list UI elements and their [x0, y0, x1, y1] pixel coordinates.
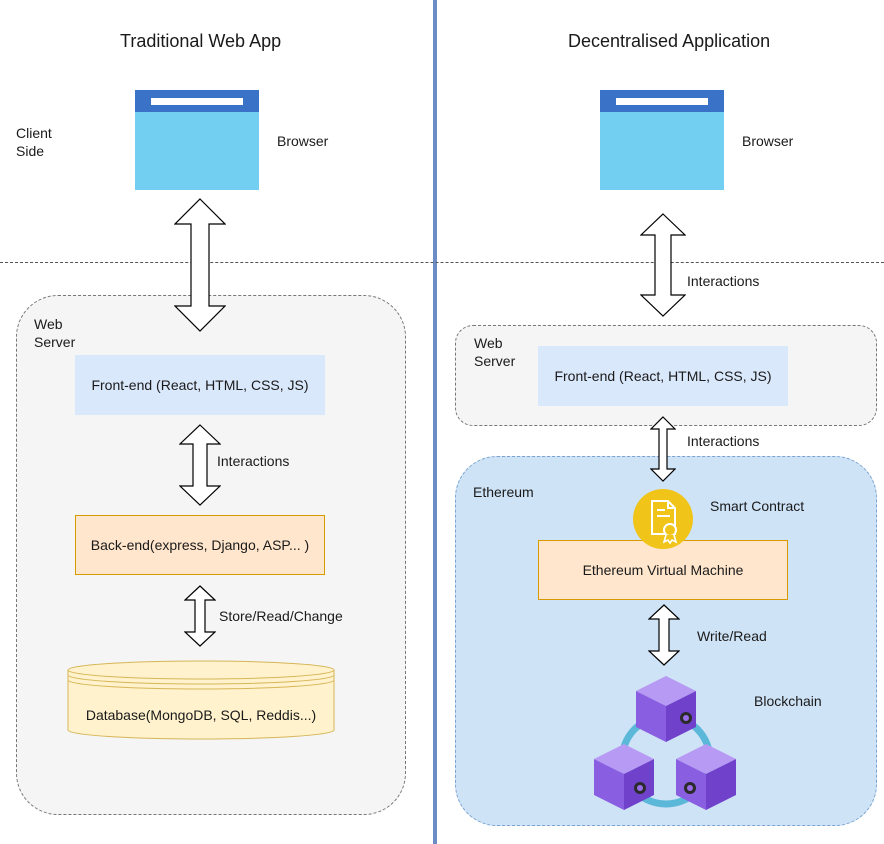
left-browser-label: Browser: [277, 133, 329, 149]
right-interactions-mid-label: Interactions: [687, 433, 760, 449]
write-read-arrow: [648, 604, 680, 666]
left-browser-icon: [135, 90, 259, 190]
ethereum-label: Ethereum: [473, 484, 534, 500]
client-server-divider: [0, 262, 884, 263]
left-interactions-label: Interactions: [217, 453, 290, 469]
right-browser-label: Browser: [742, 133, 794, 149]
right-browser-arrow: [640, 213, 686, 317]
blockchain-label: Blockchain: [754, 693, 822, 709]
right-title: Decentralised Application: [568, 31, 771, 51]
right-interactions-arrow: [650, 416, 676, 482]
left-title: Traditional Web App: [120, 31, 282, 51]
right-web-server-label: Web Server: [474, 335, 516, 369]
database-cylinder-icon: [67, 660, 335, 740]
client-side-label: Client Side: [16, 125, 52, 159]
left-store-label: Store/Read/Change: [219, 608, 343, 624]
evm-box: Ethereum Virtual Machine: [538, 540, 788, 600]
right-browser-icon: [600, 90, 724, 190]
left-browser-arrow: [174, 198, 226, 332]
left-store-arrow: [184, 585, 216, 647]
certificate-icon: [632, 488, 694, 550]
database-label: Database(MongoDB, SQL, Reddis...): [85, 707, 317, 723]
vertical-divider: [433, 0, 437, 844]
left-frontend-box: Front-end (React, HTML, CSS, JS): [75, 355, 325, 415]
left-interactions-arrow: [179, 424, 221, 506]
right-frontend-box: Front-end (React, HTML, CSS, JS): [538, 346, 788, 406]
left-web-server-label: Web Server: [34, 316, 76, 350]
left-backend-box: Back-end(express, Django, ASP... ): [75, 515, 325, 575]
right-interactions-top-label: Interactions: [687, 273, 760, 289]
write-read-label: Write/Read: [697, 628, 767, 644]
smart-contract-label: Smart Contract: [710, 498, 805, 514]
blockchain-cubes-icon: [590, 674, 742, 814]
